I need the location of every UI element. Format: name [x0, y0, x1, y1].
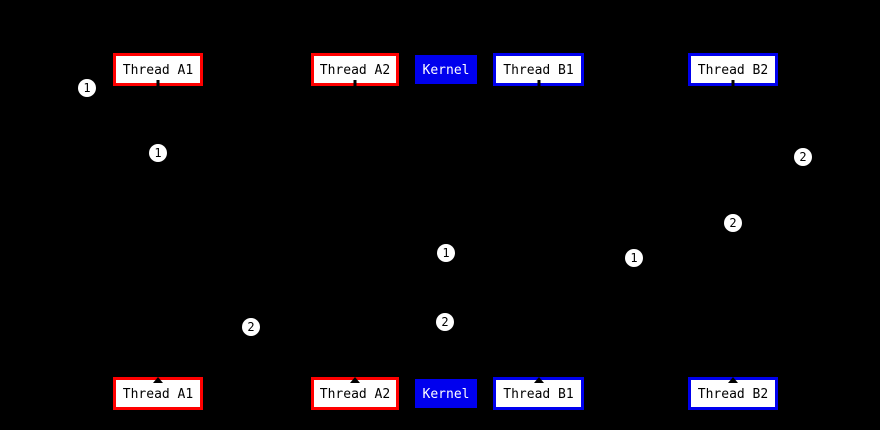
lifeline-stub-icon	[156, 80, 160, 87]
actor-box-thread-b2-top: Thread B2	[688, 53, 778, 87]
actor-box-thread-b1-top: Thread B1	[493, 53, 584, 87]
step-marker-2: 2	[242, 318, 260, 336]
step-marker-1: 1	[149, 144, 167, 162]
step-marker-number: 1	[83, 81, 91, 95]
actor-box-thread-b1-bottom: Thread B1	[493, 377, 584, 410]
step-marker-number: 1	[154, 146, 162, 160]
actor-box-thread-b2-bottom: Thread B2	[688, 377, 778, 410]
actor-label-thread-a1: Thread A1	[122, 62, 194, 78]
lifeline-stub-icon	[728, 377, 738, 383]
lifeline-stub-icon	[537, 80, 540, 87]
step-marker-number: 1	[630, 251, 638, 265]
step-marker-number: 2	[441, 315, 449, 329]
lifeline-stub-icon	[353, 80, 357, 87]
actor-box-thread-a2-bottom: Thread A2	[311, 377, 399, 410]
actor-label-thread-b1: Thread B1	[503, 386, 574, 402]
lifeline-stub-icon	[350, 377, 360, 383]
step-marker-2: 2	[724, 214, 742, 232]
actor-box-kernel-bottom: Kernel	[415, 379, 477, 408]
step-marker-2: 2	[794, 148, 812, 166]
lifeline-stub-icon	[731, 80, 735, 87]
step-marker-number: 2	[729, 216, 737, 230]
step-marker-number: 2	[247, 320, 255, 334]
step-marker-number: 1	[442, 246, 450, 260]
actor-label-thread-a2: Thread A2	[319, 62, 391, 78]
lifeline-stub-icon	[153, 377, 163, 383]
step-marker-1: 1	[437, 244, 455, 262]
actor-label-thread-b1: Thread B1	[503, 62, 574, 78]
actor-label-thread-b2: Thread B2	[697, 386, 769, 402]
step-marker-1: 1	[78, 79, 96, 97]
actor-label-thread-a1: Thread A1	[122, 386, 194, 402]
actor-box-thread-a2-top: Thread A2	[311, 53, 399, 87]
actor-label-kernel: Kernel	[422, 62, 470, 78]
actor-box-thread-a1-bottom: Thread A1	[113, 377, 203, 410]
actor-label-thread-b2: Thread B2	[697, 62, 769, 78]
step-marker-2: 2	[436, 313, 454, 331]
actor-label-thread-a2: Thread A2	[319, 386, 391, 402]
step-marker-number: 2	[799, 150, 807, 164]
actor-box-thread-a1-top: Thread A1	[113, 53, 203, 87]
lifeline-stub-icon	[533, 377, 544, 383]
step-marker-1: 1	[625, 249, 643, 267]
actor-box-kernel-top: Kernel	[415, 55, 477, 84]
actor-label-kernel: Kernel	[422, 386, 470, 402]
